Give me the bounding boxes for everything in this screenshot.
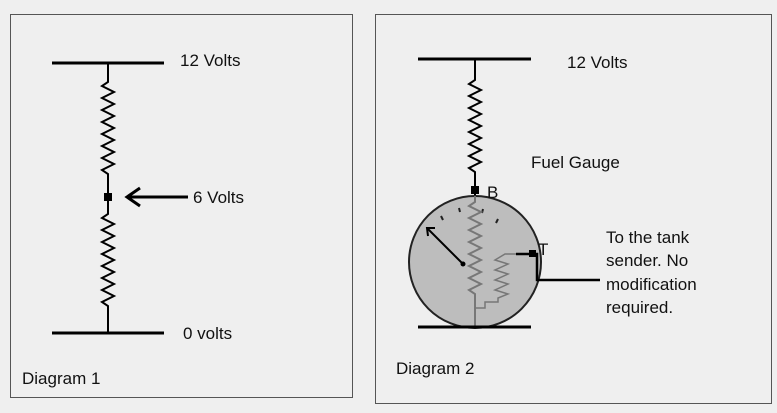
gauge-inner-resistor [466, 196, 484, 328]
gauge-sender-coil [475, 253, 516, 309]
resistor-lower [99, 197, 117, 333]
terminal-t-node [529, 250, 536, 257]
terminal-b-label: B [487, 183, 498, 202]
fuel-gauge-label: Fuel Gauge [531, 153, 620, 172]
arrow-icon [124, 186, 188, 208]
note-line-3: modification [606, 275, 697, 294]
label-12-volts: 12 Volts [180, 51, 241, 70]
label-12-volts: 12 Volts [567, 53, 628, 72]
tank-sender-wire [516, 252, 600, 282]
note-line-4: required. [606, 298, 673, 317]
note-line-2: sender. No [606, 251, 688, 270]
midpoint-node [104, 193, 112, 201]
diagram-2-caption: Diagram 2 [396, 359, 474, 378]
note-line-1: To the tank [606, 228, 690, 247]
terminal-b-node [471, 186, 479, 194]
diagram-1-caption: Diagram 1 [22, 369, 100, 388]
resistor-supply [466, 59, 484, 196]
diagram-1-panel: 12 Volts 6 Volts 0 volts Diagram 1 [10, 14, 353, 398]
label-6-volts: 6 Volts [193, 188, 244, 207]
gauge-needle [425, 227, 466, 267]
diagram-2-panel: B T 12 Volts Fuel Gauge To the tank send… [375, 14, 772, 404]
terminal-t-label: T [538, 240, 548, 259]
label-0-volts: 0 volts [183, 324, 232, 343]
resistor-upper [99, 63, 117, 197]
